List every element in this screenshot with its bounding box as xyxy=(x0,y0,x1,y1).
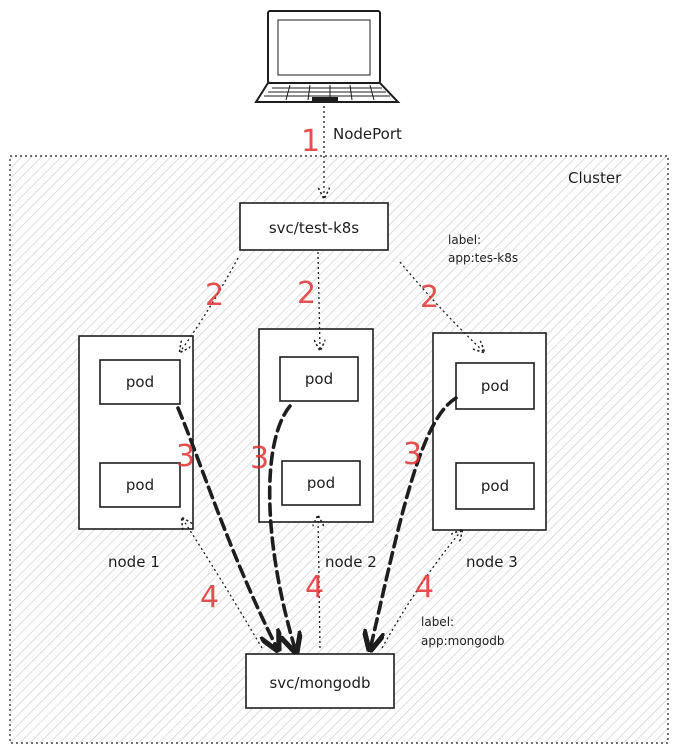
label-key: label: xyxy=(448,233,481,247)
label-value: app:mongodb xyxy=(421,634,504,648)
step-number: 4 xyxy=(200,580,219,615)
node-3: pod pod node 3 xyxy=(432,332,547,571)
cluster-label: Cluster xyxy=(568,169,622,187)
service-mongodb: svc/mongodb xyxy=(245,653,395,709)
arrow-db-to-node-2 xyxy=(318,516,320,649)
pod-label: pod xyxy=(126,373,154,391)
nodeport-label: NodePort xyxy=(333,125,402,143)
pod xyxy=(99,359,181,405)
service-name: svc/mongodb xyxy=(269,674,370,692)
step-number: 3 xyxy=(403,437,422,472)
step-number: 3 xyxy=(176,439,195,474)
pod-label: pod xyxy=(305,370,333,388)
step-number: 2 xyxy=(297,276,316,311)
node-label: node 2 xyxy=(325,553,377,571)
arrow-db-to-node-1 xyxy=(182,518,263,649)
node-label: node 3 xyxy=(466,553,518,571)
db-to-pod-arrows xyxy=(182,516,462,649)
pod-label: pod xyxy=(481,377,509,395)
step-number: 2 xyxy=(205,278,224,313)
pod xyxy=(455,462,535,510)
pod-label: pod xyxy=(307,474,335,492)
pod xyxy=(99,462,181,508)
step-number: 4 xyxy=(415,570,434,605)
step-number: 2 xyxy=(420,280,439,315)
step-number: 3 xyxy=(250,441,269,476)
pod xyxy=(455,362,535,410)
arrow-to-node-2 xyxy=(318,251,320,350)
arrow-node-3-to-db xyxy=(370,396,458,650)
arrow-node-1-to-db xyxy=(176,406,278,650)
label-key: label: xyxy=(421,615,454,629)
service-to-pod-arrows xyxy=(180,251,484,352)
pod-label: pod xyxy=(126,476,154,494)
arrow-db-to-node-3 xyxy=(381,530,462,649)
node-label: node 1 xyxy=(108,553,160,571)
laptop-icon xyxy=(254,10,401,103)
pod-to-db-arrows xyxy=(176,396,458,652)
label-value: app:tes-k8s xyxy=(448,251,518,265)
nodeport-connector: 1 NodePort xyxy=(301,106,402,198)
pod-label: pod xyxy=(481,477,509,495)
service-name: svc/test-k8s xyxy=(269,219,359,237)
arrow-to-node-3 xyxy=(399,261,484,352)
node-1: pod pod node 1 xyxy=(78,335,194,571)
service-test-k8s: svc/test-k8s xyxy=(239,202,389,251)
node-2: pod pod node 2 xyxy=(258,328,377,571)
pod xyxy=(281,460,361,506)
step-number: 4 xyxy=(305,570,324,605)
arrow-node-2-to-db xyxy=(267,404,296,652)
step-number: 1 xyxy=(301,124,320,159)
